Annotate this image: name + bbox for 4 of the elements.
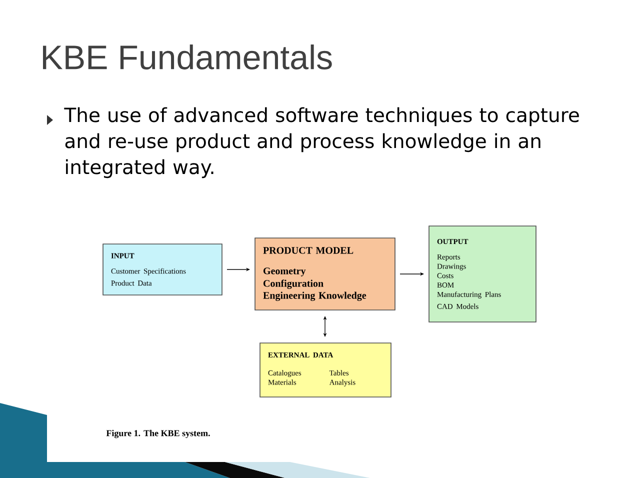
bullet-text: The use of advanced software techniques to capture and re-use product and process knowledge in an integrated way. xyxy=(64,107,579,178)
figure-caption: Figure 1. The KBE system. xyxy=(106,430,210,438)
title: KBE Fundamentals xyxy=(43,44,332,70)
process-box: PRODUCT MODEL Geometry Configuration Engineering Knowledge xyxy=(254,238,396,310)
